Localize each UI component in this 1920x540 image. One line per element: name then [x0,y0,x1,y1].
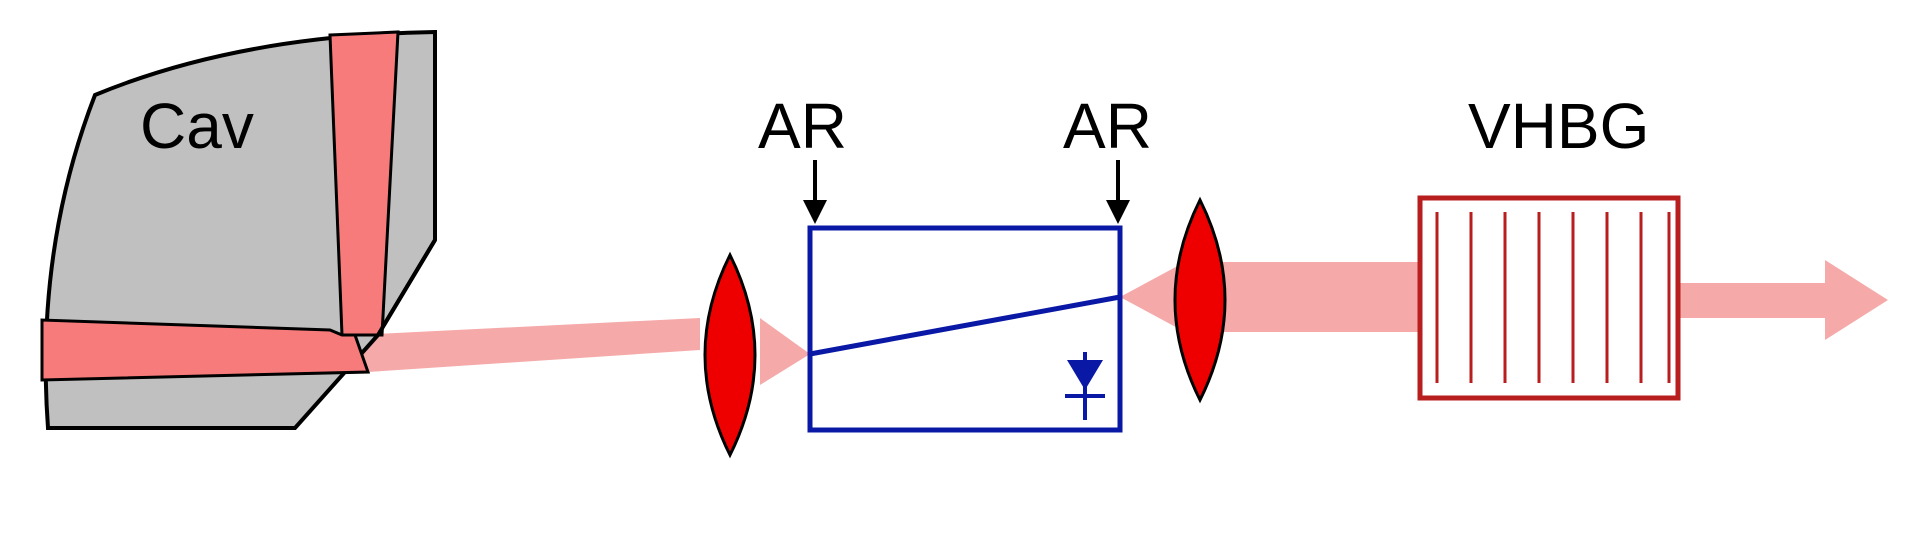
cavity-mode-horizontal [40,318,371,382]
ar-label-left: AR [758,90,847,162]
cavity-mode-vertical [328,30,400,337]
cavity-block: Cav [40,29,437,430]
output-beam-arrow [1678,260,1888,340]
cavity-label: Cav [140,90,254,162]
crystal-block [807,225,1123,433]
ar-left-arrow-icon [803,160,827,224]
beam-cavity-to-lens [355,318,700,372]
crystal-box [807,225,1123,433]
vhbg-box [1417,195,1681,401]
cavity-facet-edge [376,238,437,337]
lens-left [703,251,757,459]
beam-lens-to-crystal [760,318,810,385]
beam-collimated [1215,262,1420,332]
ar-label-right: AR [1063,90,1152,162]
crystal-axis-icon [1065,352,1105,420]
lens-right [1173,196,1227,404]
vhbg-block: VHBG [1417,90,1681,401]
crystal-beam-path [809,294,1121,357]
vhbg-label: VHBG [1468,90,1649,162]
vhbg-grating-lines [1435,212,1671,383]
ar-right-arrow-icon [1106,160,1130,224]
beam-crystal-to-lens [1120,262,1185,332]
